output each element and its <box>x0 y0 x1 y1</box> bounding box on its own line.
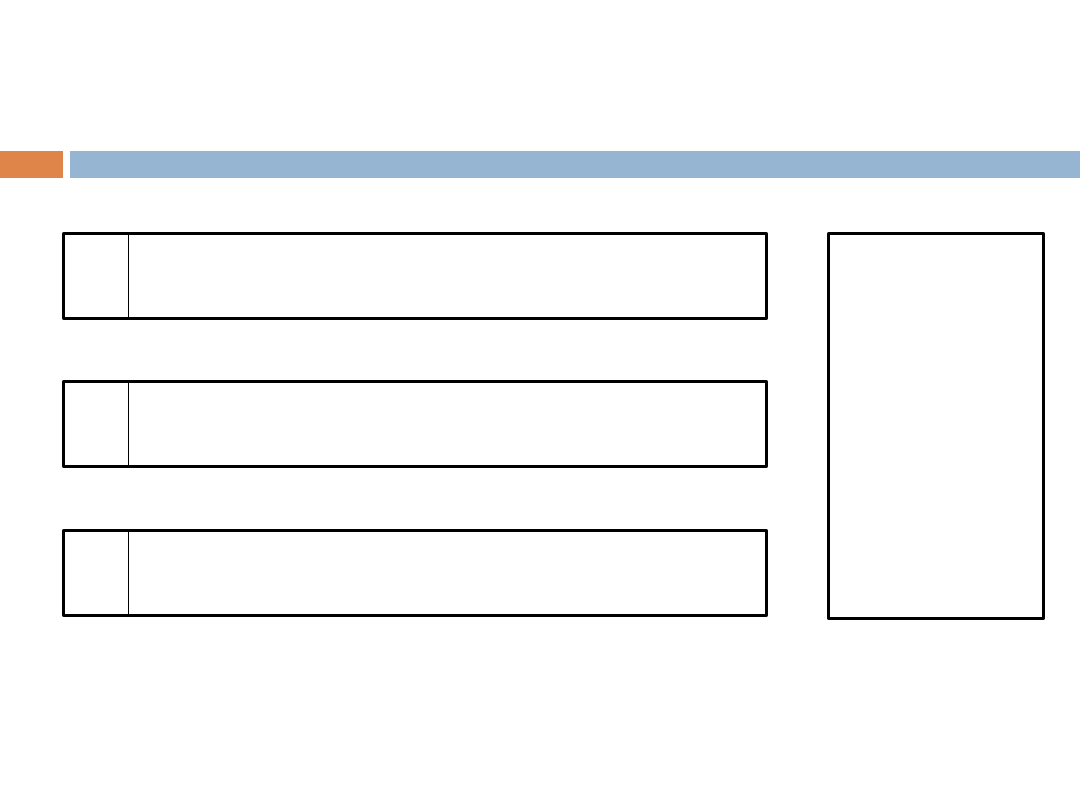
header-accent-blue <box>70 151 1080 178</box>
diagram-row-box-1 <box>62 232 768 320</box>
row-2-label <box>65 383 128 465</box>
row-2-content <box>137 383 757 465</box>
diagram-row-box-2 <box>62 380 768 468</box>
row-1-divider <box>128 235 129 317</box>
row-2-divider <box>128 383 129 465</box>
row-3-label <box>65 532 128 614</box>
row-3-content <box>137 532 757 614</box>
diagram-row-box-3 <box>62 529 768 617</box>
row-1-label <box>65 235 128 317</box>
header-accent-orange <box>0 151 63 178</box>
row-1-content <box>137 235 757 317</box>
row-3-divider <box>128 532 129 614</box>
diagram-side-box <box>827 232 1045 620</box>
